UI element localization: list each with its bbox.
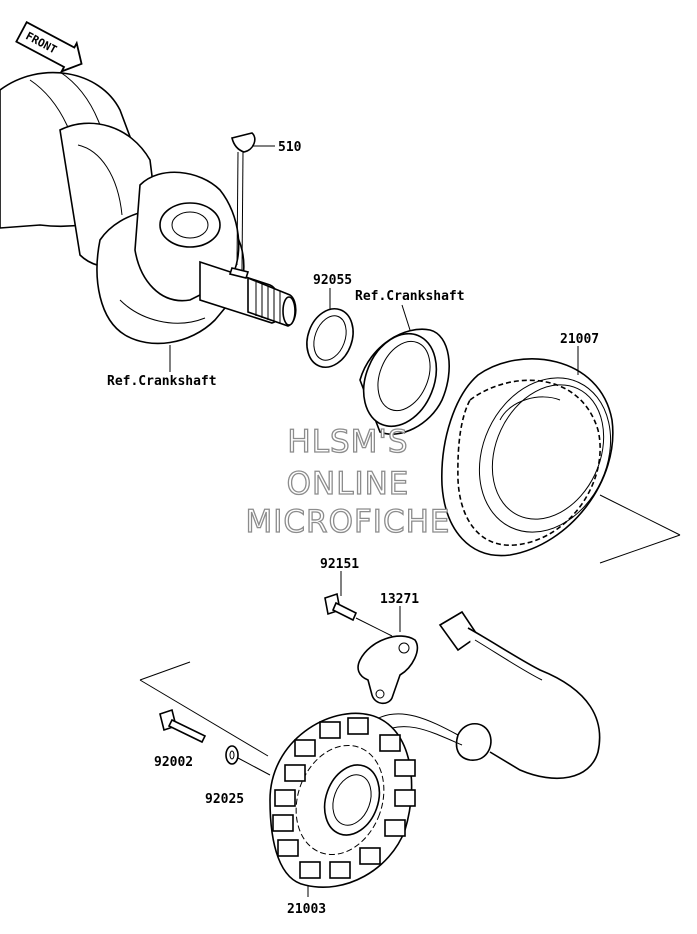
callout-13271: 13271 — [380, 592, 419, 607]
callout-ref-crankshaft-lower: Ref.Crankshaft — [107, 374, 217, 389]
crankshaft-drawing — [0, 71, 297, 345]
callout-21007: 21007 — [560, 332, 599, 347]
woodruff-key — [231, 132, 256, 153]
callout-92151: 92151 — [320, 557, 359, 572]
oil-seal — [359, 328, 450, 435]
watermark-line-2: ONLINE — [287, 466, 410, 502]
callout-92002: 92002 — [154, 755, 193, 770]
callout-ref-crankshaft-upper: Ref.Crankshaft — [355, 289, 465, 304]
callout-510: 510 — [278, 140, 302, 155]
front-arrow-badge: FRONT — [15, 20, 83, 74]
callout-92055: 92055 — [313, 273, 352, 288]
bolt-92151 — [324, 592, 358, 622]
callout-21003: 21003 — [287, 902, 326, 917]
watermark-line-3: MICROFICHE — [246, 504, 451, 540]
plate-13271 — [357, 635, 419, 705]
flywheel-21007 — [441, 358, 614, 557]
wire-harness — [374, 610, 601, 780]
o-ring-92055 — [306, 308, 354, 368]
bolt-92002 — [159, 708, 207, 744]
watermark-line-1: HLSM'S — [287, 424, 408, 460]
stator-21003 — [269, 712, 416, 888]
washer-92025 — [225, 745, 239, 765]
callout-92025: 92025 — [205, 792, 244, 807]
